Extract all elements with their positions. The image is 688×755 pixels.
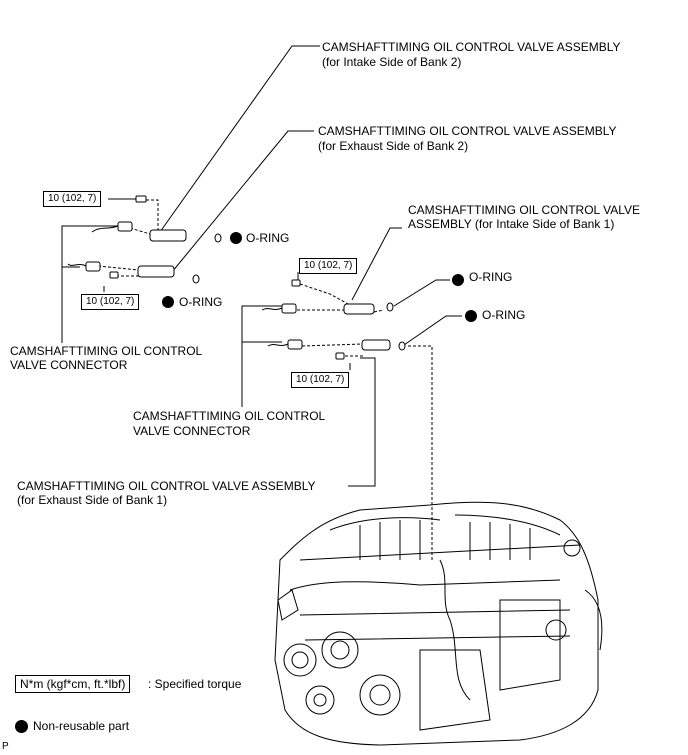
non-reusable-dot-oring-1 (230, 232, 242, 244)
label-connector-bank2-line1: CAMSHAFTTIMING OIL CONTROL (10, 344, 203, 358)
leader-connector-b2 (61, 225, 122, 343)
label-oring-1: O-RING (246, 231, 290, 245)
torque-spec-box-2: 10 (102, 7) (81, 294, 140, 310)
torque-spec-box-4: 10 (102, 7) (291, 372, 350, 388)
label-ocv-intake-bank2-line1: CAMSHAFTTIMING OIL CONTROL VALVE ASSEMBL… (322, 40, 621, 54)
label-connector-bank1-line2: VALVE CONNECTOR (133, 424, 251, 438)
leader-connector-b1 (241, 305, 282, 407)
legend-torque-box: N*m (kgf*cm, ft.*lbf) (15, 675, 131, 693)
non-reusable-dot-oring-2 (162, 296, 174, 308)
leader-exhaust-b1 (348, 357, 376, 487)
torque-spec-box-1: 10 (102, 7) (43, 191, 102, 207)
label-ocv-exhaust-bank2-line1: CAMSHAFTTIMING OIL CONTROL VALVE ASSEMBL… (318, 124, 617, 138)
leader-intake-b2 (159, 45, 320, 233)
label-ocv-exhaust-bank2-line2: (for Exhaust Side of Bank 2) (318, 139, 469, 153)
legend-torque-description: : Specified torque (148, 677, 242, 691)
torque-spec-box-3: 10 (102, 7) (299, 258, 358, 274)
label-ocv-exhaust-bank1-line2: (for Exhaust Side of Bank 1) (17, 493, 168, 507)
label-ocv-intake-bank1-line2: ASSEMBLY (for Intake Side of Bank 1) (408, 217, 615, 231)
leader-oring-b1a (393, 279, 450, 307)
label-ocv-intake-bank2-line2: (for Intake Side of Bank 2) (322, 55, 462, 69)
leader-exhaust-b2 (171, 130, 314, 273)
legend-non-reusable-dot (15, 720, 28, 733)
label-oring-4: O-RING (482, 308, 526, 322)
non-reusable-dot-oring-4 (465, 310, 477, 322)
label-connector-bank2-line2: VALVE CONNECTOR (10, 358, 128, 372)
label-oring-2: O-RING (179, 295, 223, 309)
non-reusable-dot-oring-3 (452, 274, 464, 286)
label-ocv-intake-bank1-line1: CAMSHAFTTIMING OIL CONTROL VALVE (408, 203, 641, 217)
label-oring-3: O-RING (469, 270, 513, 284)
label-connector-bank1-line1: CAMSHAFTTIMING OIL CONTROL (133, 409, 326, 423)
leader-oring-b1b (403, 315, 462, 346)
label-ocv-exhaust-bank1-line1: CAMSHAFTTIMING OIL CONTROL VALVE ASSEMBL… (17, 479, 316, 493)
leader-intake-b1 (351, 227, 402, 301)
legend-non-reusable-description: Non-reusable part (33, 719, 130, 733)
figure-code: P (2, 741, 9, 752)
engine-illustration (274, 501, 603, 746)
